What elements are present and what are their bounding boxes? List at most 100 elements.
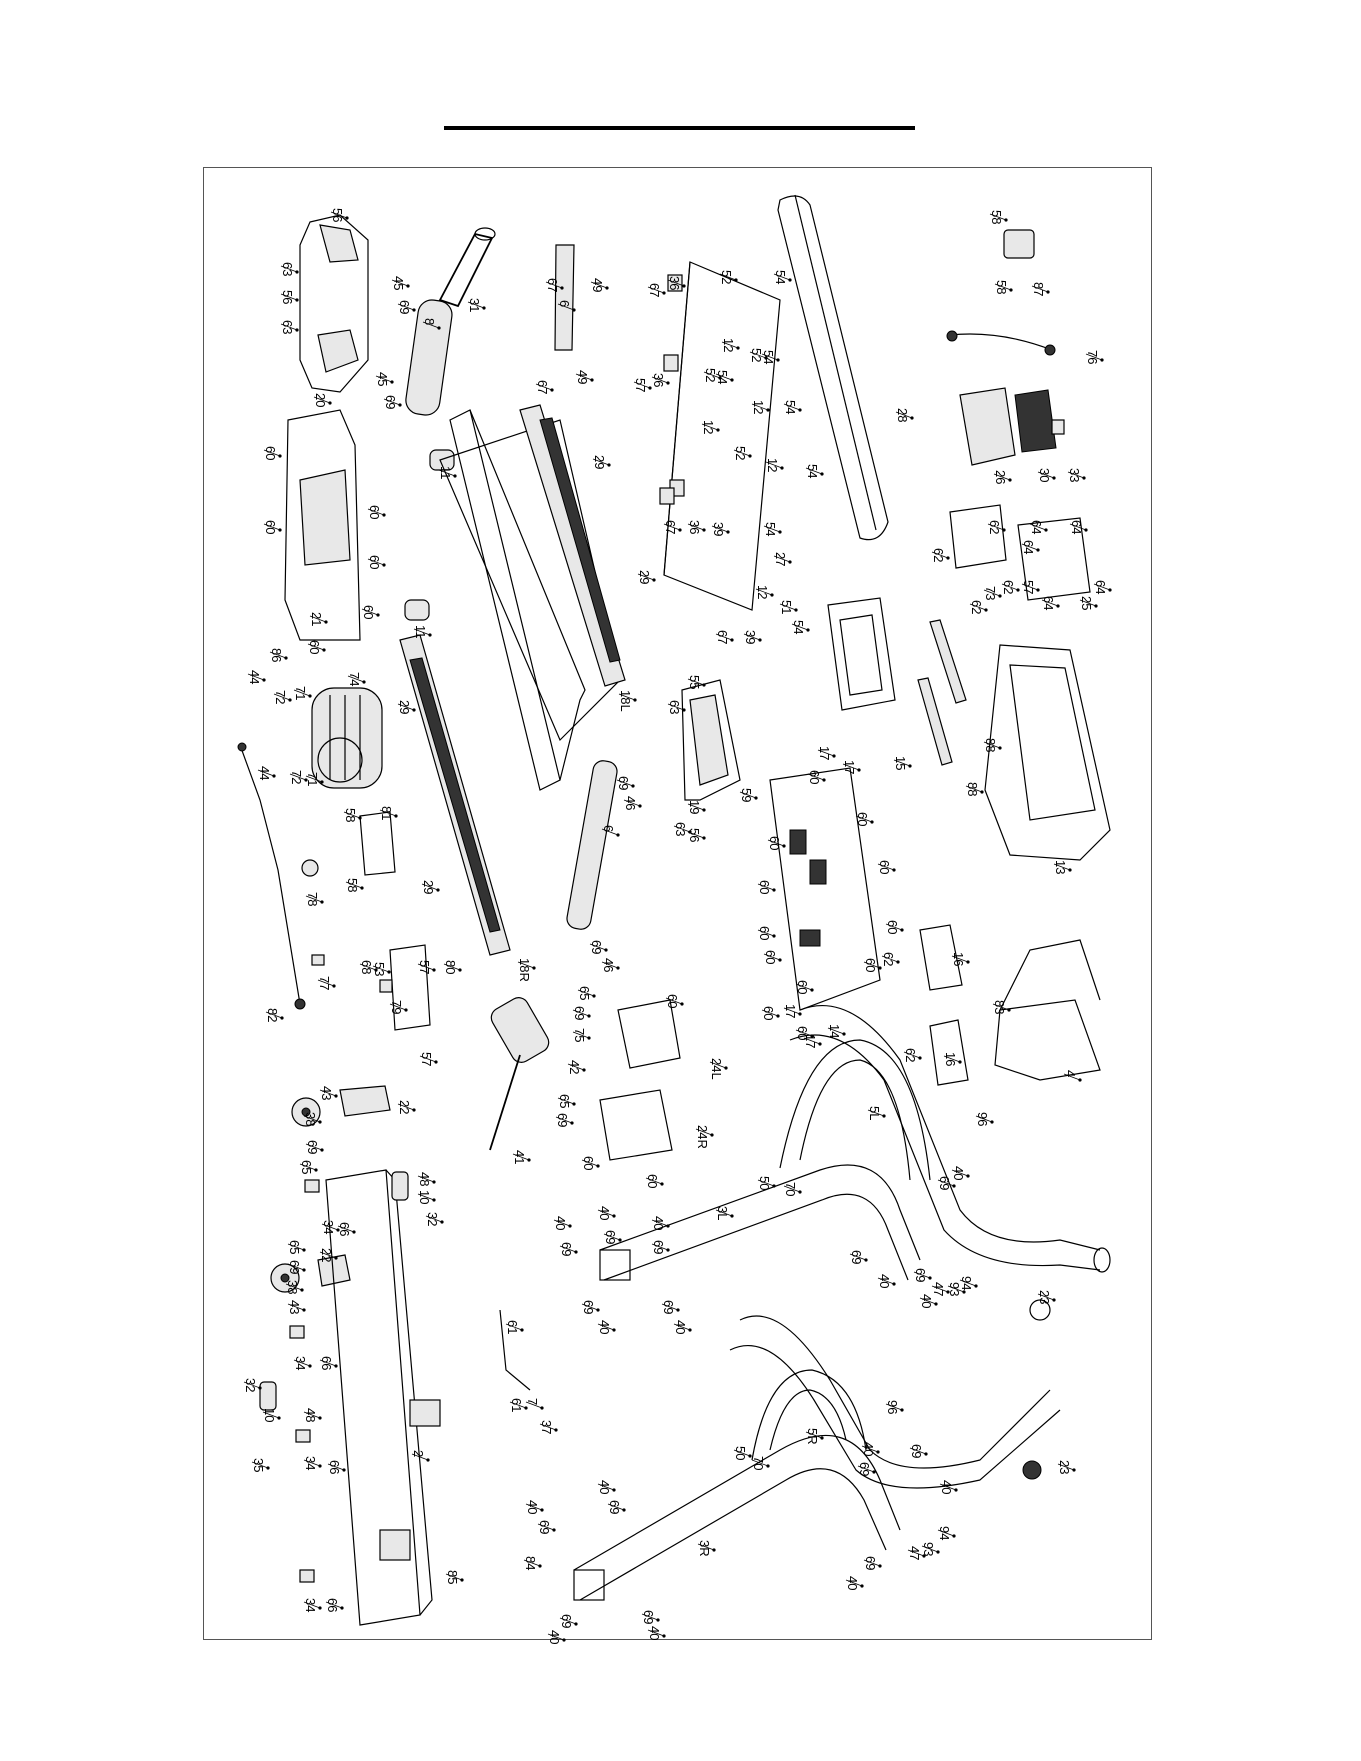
- callout-number: 50: [733, 1446, 748, 1460]
- main-frame-part: [404, 409, 621, 791]
- callout-62: 62: [969, 600, 988, 614]
- callout-dot: [718, 376, 722, 380]
- callout-dot: [772, 1184, 776, 1188]
- callout-number: 94: [937, 1526, 952, 1540]
- callout-40: 40: [525, 1500, 544, 1514]
- callout-dot: [818, 1042, 822, 1046]
- callout-leader: [581, 1159, 599, 1167]
- callout-81: 81: [379, 806, 398, 820]
- callout-leader: [807, 773, 825, 781]
- callout-18L: 18L: [618, 690, 637, 712]
- callout-69: 69: [287, 1260, 306, 1274]
- callout-78: 78: [305, 892, 324, 906]
- callout-number: 40: [845, 1576, 860, 1590]
- callout-55: 55: [687, 675, 706, 689]
- callout-dot: [990, 1120, 994, 1124]
- callout-leader: [345, 881, 363, 889]
- callout-number: 62: [969, 600, 984, 614]
- callout-leader: [319, 1089, 337, 1097]
- callout-number: 32: [243, 1378, 258, 1392]
- callout-number: 61: [505, 1320, 520, 1334]
- callout-29: 29: [592, 455, 611, 469]
- callout-dot: [318, 1120, 322, 1124]
- callout-58: 58: [343, 808, 362, 822]
- callout-leader: [305, 895, 323, 903]
- callout-40: 40: [547, 1630, 566, 1644]
- callout-40: 40: [597, 1206, 616, 1220]
- callout-leader: [863, 1559, 881, 1567]
- callout-number: 67: [715, 630, 730, 644]
- callout-60: 60: [361, 605, 380, 619]
- strip-parts: [917, 619, 967, 766]
- handrail-left-part: [599, 1164, 921, 1281]
- callout-leader: [1001, 583, 1019, 591]
- callout-40: 40: [951, 1166, 970, 1180]
- callout-number: 40: [673, 1320, 688, 1334]
- callout-leader: [1053, 863, 1071, 871]
- callout-59: 59: [739, 788, 758, 802]
- callout-leader: [969, 603, 987, 611]
- callout-dot: [764, 356, 768, 360]
- callout-leader: [265, 1011, 283, 1019]
- callout-dot: [336, 1228, 340, 1232]
- callout-88: 88: [965, 782, 984, 796]
- callout-leader: [983, 741, 1001, 749]
- grip-bar-left-part: [789, 1005, 1111, 1273]
- callout-leader: [616, 779, 634, 787]
- callout-dot: [605, 286, 609, 290]
- callout-leader: [877, 863, 895, 871]
- callout-leader: [280, 293, 298, 301]
- callout-36: 36: [667, 276, 686, 290]
- callout-60: 60: [757, 880, 776, 894]
- callout-leader: [581, 1303, 599, 1311]
- callout-dot: [302, 1268, 306, 1272]
- callout-leader: [293, 1359, 311, 1367]
- callout-leader: [849, 1253, 867, 1261]
- callout-leader: [273, 693, 291, 701]
- callout-number: 75: [572, 1028, 587, 1042]
- callout-leader: [715, 1209, 733, 1217]
- callout-60: 60: [807, 770, 826, 784]
- callout-dot: [730, 638, 734, 642]
- callout-leader: [359, 963, 377, 971]
- callout-dot: [570, 1121, 574, 1125]
- callout-71: 71: [293, 686, 312, 700]
- callout-number: 81: [379, 806, 394, 820]
- callout-dot: [278, 528, 282, 532]
- callout-63: 63: [280, 262, 299, 276]
- callout-number: 60: [757, 926, 772, 940]
- callout-leader: [983, 589, 1001, 597]
- callout-dot: [295, 270, 299, 274]
- callout-dot: [962, 1290, 966, 1294]
- callout-60: 60: [367, 555, 386, 569]
- callout-68: 68: [359, 960, 378, 974]
- callout-dot: [582, 1068, 586, 1072]
- callout-dot: [390, 380, 394, 384]
- callout-dot: [398, 403, 402, 407]
- callout-number: 33: [1067, 468, 1082, 482]
- callout-69: 69: [909, 1444, 928, 1458]
- callout-17: 17: [783, 1004, 802, 1018]
- callout-70: 70: [751, 1456, 770, 1470]
- callout-number: 4: [1063, 1070, 1078, 1077]
- callout-leader: [1069, 523, 1087, 531]
- callout-dot: [1094, 604, 1098, 608]
- callout-number: 40: [647, 1626, 662, 1640]
- callout-58: 58: [994, 280, 1013, 294]
- callout-leader: [663, 523, 681, 531]
- callout-number: 12: [751, 400, 766, 414]
- callout-number: 69: [559, 1614, 574, 1628]
- callout-leader: [603, 1233, 621, 1241]
- callout-leader: [842, 763, 860, 771]
- callout-60: 60: [581, 1156, 600, 1170]
- callout-dot: [822, 778, 826, 782]
- callout-dot: [358, 816, 362, 820]
- callout-39: 39: [743, 630, 762, 644]
- callout-79: 79: [389, 1000, 408, 1014]
- callout-leader: [757, 929, 775, 937]
- callout-62: 62: [881, 952, 900, 966]
- callout-dot: [810, 1034, 814, 1038]
- callout-64: 64: [1093, 580, 1112, 594]
- callout-dot: [892, 1282, 896, 1286]
